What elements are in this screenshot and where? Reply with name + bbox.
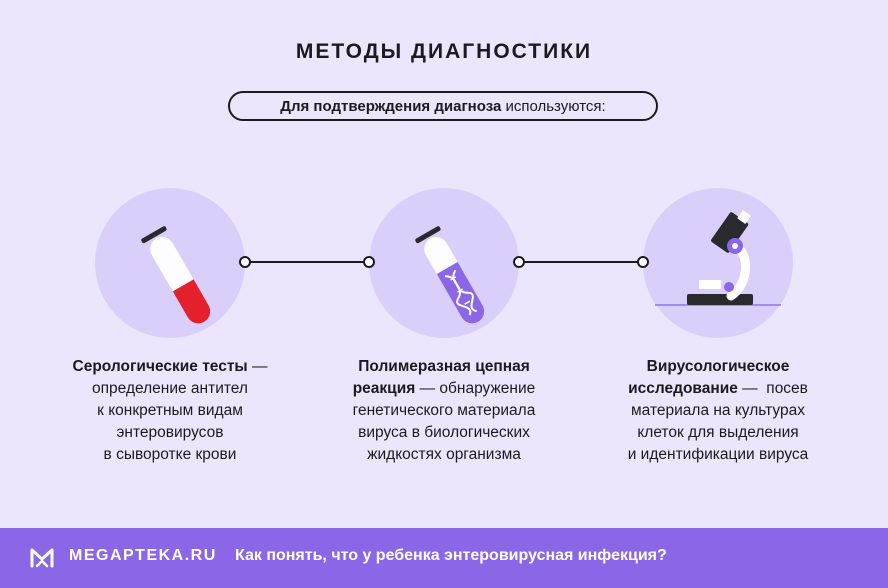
connector-1 — [239, 256, 375, 268]
method-3-line: клеток для выделения — [637, 424, 799, 441]
footer-tagline[interactable]: Как понять, что у ребенка энтеровирусная… — [235, 547, 667, 564]
megapteka-logo-icon — [30, 548, 54, 568]
method-3-line: материала на культурах — [631, 402, 805, 419]
method-2-circle — [369, 188, 519, 338]
method-3-line: — посев — [737, 380, 808, 397]
method-3-title: Вирусологическое — [646, 358, 790, 375]
subtitle-rest: используются: — [501, 97, 606, 115]
brand-name[interactable]: MEGAPTEKA.RU — [69, 547, 217, 564]
method-3-circle — [643, 188, 793, 338]
method-2-line: — обнаружение — [415, 380, 536, 397]
method-1-title: Серологические тесты — [72, 358, 248, 375]
method-2-title: Полимеразная цепная — [358, 358, 530, 375]
method-1-line: определение антител — [92, 380, 248, 397]
test-tube-blood-icon — [141, 226, 211, 324]
method-2-line: жидкостях организма — [367, 446, 521, 463]
method-2-line: вируса в биологических — [358, 424, 530, 441]
method-1-description: Серологические тесты — определение антит… — [40, 356, 300, 466]
method-1-line: в сыворотке крови — [103, 446, 237, 463]
method-1-line: к конкретным видам — [97, 402, 243, 419]
method-1-line: — — [247, 358, 268, 375]
method-1-circle — [95, 188, 245, 338]
subtitle-pill: Для подтверждения диагноза используются: — [228, 91, 658, 121]
connector-2 — [513, 256, 649, 268]
method-1-line: энтеровирусов — [116, 424, 224, 441]
method-2-title: реакция — [352, 380, 416, 397]
test-tube-dna-icon — [415, 226, 485, 324]
method-3-title: исследование — [628, 380, 738, 397]
subtitle-bold: Для подтверждения диагноза — [280, 97, 502, 115]
method-2-description: Полимеразная цепная реакция — обнаружени… — [314, 356, 574, 466]
footer-banner: MEGAPTEKA.RU Как понять, что у ребенка э… — [0, 528, 888, 588]
page-title: МЕТОДЫ ДИАГНОСТИКИ — [295, 40, 593, 63]
method-3-line: и идентификации вируса — [627, 446, 809, 463]
method-2-line: генетического материала — [352, 402, 536, 419]
microscope-icon — [655, 210, 781, 306]
method-3-description: Вирусологическое исследование — посев ма… — [588, 356, 848, 466]
